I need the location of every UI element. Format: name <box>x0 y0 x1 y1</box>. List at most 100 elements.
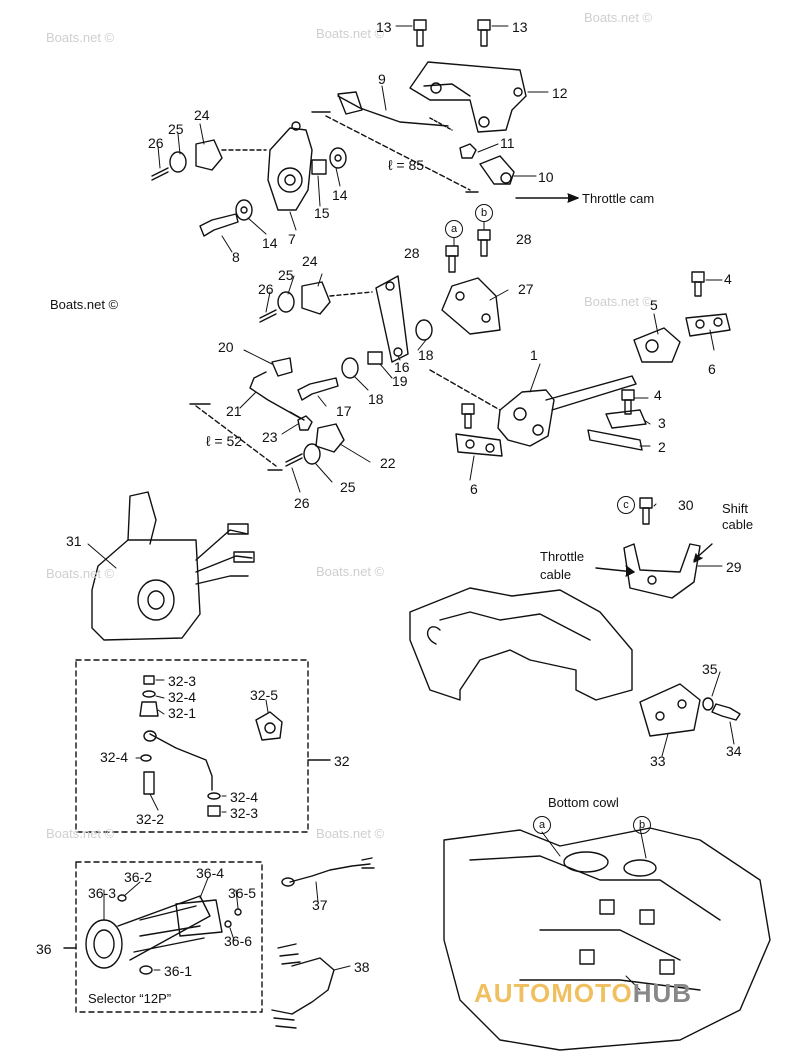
bolt-13-left <box>413 19 427 47</box>
washer-18-upper <box>415 319 433 341</box>
selector-dial-36-3 <box>85 919 123 969</box>
marker-a-upper: a <box>445 220 463 238</box>
link-16 <box>375 275 409 363</box>
plate-2 <box>587 429 643 451</box>
label-14b: 14 <box>262 235 278 251</box>
bracket-6-upper <box>685 313 731 337</box>
joint-24-lower <box>301 281 331 315</box>
bottom-cowl-base <box>443 827 771 1051</box>
label-7: 7 <box>288 231 296 247</box>
label-4b: 4 <box>654 387 662 403</box>
label-8: 8 <box>232 249 240 265</box>
label-5: 5 <box>650 297 658 313</box>
logo-part2: HUB <box>632 978 693 1008</box>
bolt-17 <box>297 377 339 401</box>
clip-26-upper <box>151 167 169 181</box>
marker-a-lower: a <box>533 816 551 834</box>
bolt-8 <box>199 213 239 237</box>
label-24a: 24 <box>194 107 210 123</box>
joint-24-upper <box>195 139 223 171</box>
part-36-1 <box>139 965 153 975</box>
label-6a: 6 <box>708 361 716 377</box>
watermark-visible: Boats.net © <box>50 297 119 312</box>
selector-label: Selector “12P” <box>88 991 172 1006</box>
bolt-28-left <box>445 245 459 273</box>
label-32: 32 <box>334 753 350 769</box>
collar-15 <box>311 159 327 175</box>
part-36-4 <box>175 899 223 937</box>
label-36: 36 <box>36 941 52 957</box>
throttle-cam-label: Throttle cam <box>582 191 655 206</box>
watermark: Boats.net © <box>584 10 653 25</box>
bottom-cowl-label: Bottom cowl <box>548 795 619 810</box>
label-32-4-left: 32-4 <box>100 749 129 765</box>
label-31: 31 <box>66 533 82 549</box>
marker-b-lower: b <box>633 816 651 834</box>
kit-36-frame <box>75 861 263 1013</box>
joint-10 <box>479 155 515 185</box>
label-11: 11 <box>500 135 515 151</box>
rod-21 <box>249 371 301 419</box>
label-23: 23 <box>262 429 278 445</box>
bolt-4-upper <box>691 271 705 297</box>
part-32-4-bottom <box>207 792 221 800</box>
label-l85: ℓ = 85 <box>388 157 425 173</box>
marker-c: c <box>617 496 635 514</box>
label-3: 3 <box>658 415 666 431</box>
label-l52: ℓ = 52 <box>206 433 243 449</box>
bolt-4-lower <box>621 389 635 415</box>
label-21: 21 <box>226 403 242 419</box>
label-28a: 28 <box>404 245 420 261</box>
collar-19 <box>367 351 383 365</box>
watermark: Boats.net © <box>316 564 385 579</box>
label-17: 17 <box>336 403 352 419</box>
bracket-33 <box>639 683 701 737</box>
part-32-1 <box>139 701 159 717</box>
label-25c: 25 <box>340 479 356 495</box>
label-32-3-top: 32-3 <box>168 673 197 689</box>
washer-14-upper <box>329 147 347 169</box>
automotohub-logo: AUTOMOTOHUB <box>474 978 692 1009</box>
label-36-2: 36-2 <box>124 869 153 885</box>
label-26a: 26 <box>148 135 164 151</box>
label-10: 10 <box>538 169 554 185</box>
part-36-5 <box>234 908 242 916</box>
plate-27 <box>441 277 501 335</box>
part-36-6 <box>224 920 232 928</box>
label-20: 20 <box>218 339 234 355</box>
label-36-3: 36-3 <box>88 885 117 901</box>
watermark: Boats.net © <box>316 26 385 41</box>
watermark: Boats.net © <box>46 826 115 841</box>
label-29: 29 <box>726 559 742 575</box>
label-27: 27 <box>518 281 534 297</box>
label-14a: 14 <box>332 187 348 203</box>
label-13a: 13 <box>376 19 392 35</box>
label-38: 38 <box>354 959 370 975</box>
bolt-28-right <box>477 229 491 257</box>
part-32-5 <box>255 711 283 741</box>
label-2: 2 <box>658 439 666 455</box>
label-26b: 26 <box>258 281 274 297</box>
label-32-4-top: 32-4 <box>168 689 197 705</box>
label-22: 22 <box>380 455 396 471</box>
label-32-3-bottom: 32-3 <box>230 805 259 821</box>
label-37: 37 <box>312 897 328 913</box>
watermark: Boats.net © <box>46 566 115 581</box>
part-32-2-rod <box>149 733 213 791</box>
label-32-4-bottom: 32-4 <box>230 789 259 805</box>
label-12: 12 <box>552 85 568 101</box>
label-6b: 6 <box>470 481 478 497</box>
part-32-4-top <box>142 690 156 698</box>
label-28b: 28 <box>516 231 532 247</box>
washer-18-lower <box>341 357 359 379</box>
washer-25-mid <box>277 291 295 313</box>
bolt-13-right <box>477 19 491 47</box>
label-36-5: 36-5 <box>228 885 257 901</box>
label-13b: 13 <box>512 19 528 35</box>
bolt-34 <box>711 703 741 721</box>
shaft-assembly-1 <box>497 389 555 447</box>
label-36-4: 36-4 <box>196 865 225 881</box>
label-36-1: 36-1 <box>164 963 193 979</box>
shift-cable-label-1: Shift <box>722 501 749 516</box>
